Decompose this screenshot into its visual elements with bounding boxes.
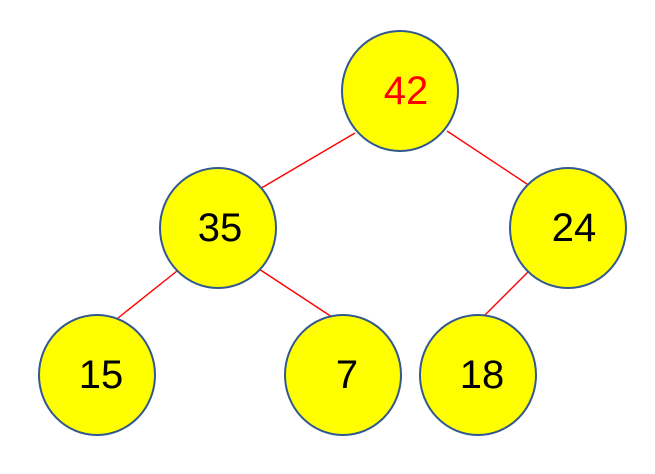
tree-edge-n35-n7 [258, 268, 333, 318]
tree-node-42[interactable]: 42 [341, 30, 459, 152]
node-circle [341, 30, 459, 152]
edge-layer [117, 130, 534, 319]
node-value: 18 [460, 353, 505, 397]
node-circle [509, 167, 627, 289]
tree-edge-n42-n35 [257, 132, 356, 191]
tree-node-15[interactable]: 15 [38, 314, 156, 436]
node-circle [159, 167, 277, 289]
tree-node-18[interactable]: 18 [419, 314, 537, 436]
node-value: 35 [198, 206, 243, 250]
node-layer: 42 35 24 15 7 18 [38, 30, 627, 436]
tree-node-24[interactable]: 24 [509, 167, 627, 289]
tree-node-35[interactable]: 35 [159, 167, 277, 289]
node-circle [38, 314, 156, 436]
node-value: 42 [384, 69, 429, 113]
node-circle [419, 314, 537, 436]
tree-edge-n35-n15 [117, 270, 178, 319]
node-value: 7 [336, 353, 358, 397]
tree-edge-n24-n18 [482, 269, 531, 318]
tree-edge-n42-n24 [446, 130, 534, 189]
node-value: 24 [552, 206, 597, 250]
node-circle [284, 314, 402, 436]
tree-node-7[interactable]: 7 [284, 314, 402, 436]
node-value: 15 [79, 353, 124, 397]
